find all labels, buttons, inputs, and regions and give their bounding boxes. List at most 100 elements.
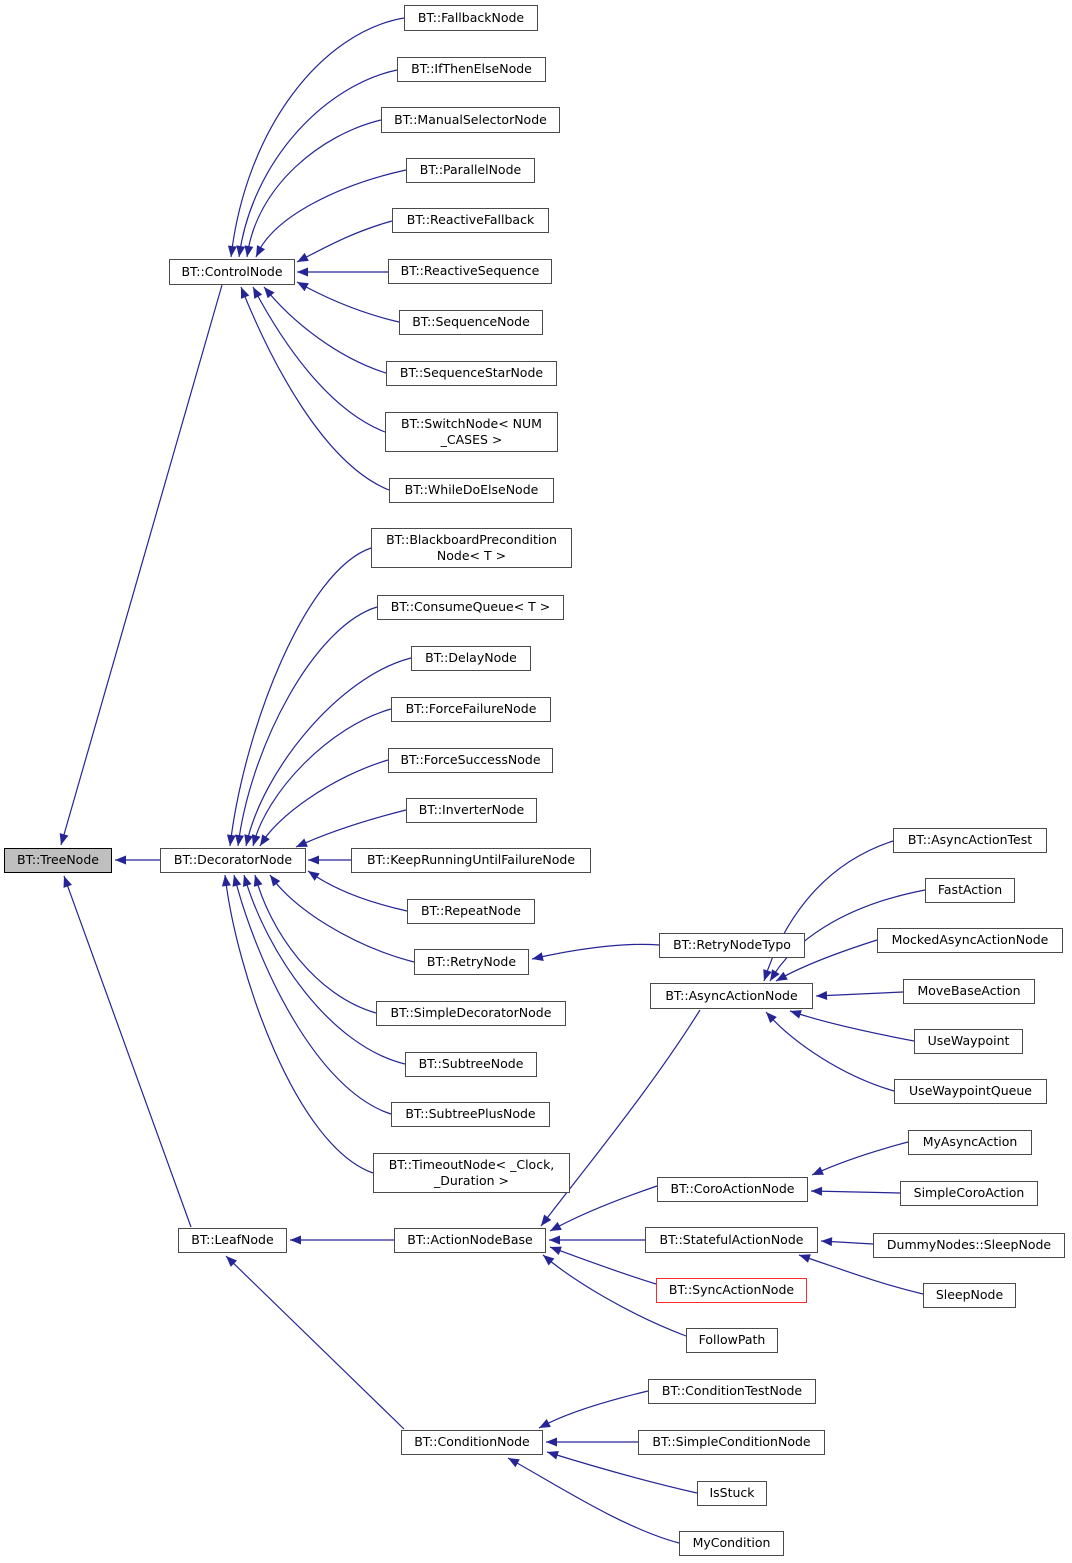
edge-simple-coro-action-to-coro-action-node xyxy=(810,1190,901,1194)
class-node-while-do-else-node[interactable]: BT::WhileDoElseNode xyxy=(389,478,554,503)
arrowhead-action-node-base xyxy=(541,1214,552,1226)
class-node-async-action-test[interactable]: BT::AsyncActionTest xyxy=(893,828,1047,853)
class-node-subtree-plus-node[interactable]: BT::SubtreePlusNode xyxy=(391,1102,550,1127)
edge-fallback-node-to-control-node xyxy=(230,17,405,258)
arrowhead-async-action-node xyxy=(766,1012,777,1024)
class-node-manual-selector-node[interactable]: BT::ManualSelectorNode xyxy=(381,107,560,133)
edge-consume-queue-to-decorator-node xyxy=(237,606,378,847)
class-node-repeat-node[interactable]: BT::RepeatNode xyxy=(407,899,535,924)
class-node-if-then-else-node[interactable]: BT::IfThenElseNode xyxy=(397,57,546,82)
edge-follow-path-to-action-node-base xyxy=(542,1254,687,1337)
class-node-condition-test-node[interactable]: BT::ConditionTestNode xyxy=(648,1379,816,1404)
arrowhead-async-action-node xyxy=(790,1010,802,1019)
class-node-keep-running-until-failure-node[interactable]: BT::KeepRunningUntilFailureNode xyxy=(351,848,591,873)
arrowhead-leaf-node xyxy=(290,1235,301,1245)
class-node-fallback-node[interactable]: BT::FallbackNode xyxy=(404,5,538,31)
class-node-timeout-node[interactable]: BT::TimeoutNode< _Clock, _Duration > xyxy=(373,1153,570,1193)
class-node-follow-path[interactable]: FollowPath xyxy=(686,1328,778,1353)
class-node-async-action-node[interactable]: BT::AsyncActionNode xyxy=(650,983,813,1009)
arrowhead-decorator-node xyxy=(296,838,308,847)
class-node-delay-node[interactable]: BT::DelayNode xyxy=(411,646,531,671)
arrowhead-control-node xyxy=(236,245,246,257)
class-node-my-condition[interactable]: MyCondition xyxy=(679,1531,784,1556)
class-node-subtree-node[interactable]: BT::SubtreeNode xyxy=(405,1052,537,1077)
arrowhead-decorator-node xyxy=(221,875,231,887)
class-node-move-base-action[interactable]: MoveBaseAction xyxy=(903,979,1035,1004)
class-node-consume-queue[interactable]: BT::ConsumeQueue< T > xyxy=(377,595,564,620)
class-node-force-failure-node[interactable]: BT::ForceFailureNode xyxy=(391,697,551,722)
class-node-leaf-node[interactable]: BT::LeafNode xyxy=(178,1228,287,1253)
edge-condition-node-to-leaf-node xyxy=(225,1255,405,1430)
edge-sequence-star-node-to-control-node xyxy=(263,286,387,374)
class-node-is-stuck[interactable]: IsStuck xyxy=(697,1481,767,1506)
edge-fast-action-to-async-action-node xyxy=(769,889,926,982)
arrowhead-control-node xyxy=(253,287,263,299)
class-node-reactive-fallback[interactable]: BT::ReactiveFallback xyxy=(392,208,549,233)
arrowhead-control-node xyxy=(297,282,309,292)
class-node-use-waypoint[interactable]: UseWaypoint xyxy=(914,1029,1023,1054)
class-node-parallel-node[interactable]: BT::ParallelNode xyxy=(406,158,535,183)
arrowhead-decorator-node xyxy=(260,834,270,846)
arrowhead-control-node xyxy=(244,245,254,257)
edge-repeat-node-to-decorator-node xyxy=(307,870,408,912)
edge-retry-node-typo-to-retry-node xyxy=(531,943,660,960)
edge-force-success-node-to-decorator-node xyxy=(259,759,389,847)
class-node-sync-action-node[interactable]: BT::SyncActionNode xyxy=(656,1278,807,1303)
class-node-reactive-sequence[interactable]: BT::ReactiveSequence xyxy=(388,259,552,284)
arrowhead-async-action-node xyxy=(770,969,780,981)
edge-use-waypoint-to-async-action-node xyxy=(789,1010,915,1042)
class-node-coro-action-node[interactable]: BT::CoroActionNode xyxy=(657,1177,808,1202)
arrowhead-control-node xyxy=(240,287,250,299)
arrowhead-tree-node xyxy=(63,876,72,888)
arrowhead-decorator-node xyxy=(226,834,236,846)
class-node-decorator-node[interactable]: BT::DecoratorNode xyxy=(160,848,306,873)
arrowhead-decorator-node xyxy=(253,875,263,887)
edge-reactive-fallback-to-control-node xyxy=(296,220,393,263)
arrowhead-decorator-node xyxy=(308,871,320,881)
edge-manual-selector-node-to-control-node xyxy=(246,119,382,258)
class-node-blackboard-precondition-node[interactable]: BT::BlackboardPrecondition Node< T > xyxy=(371,528,572,568)
arrowhead-action-node-base xyxy=(543,1255,555,1266)
class-node-sequence-star-node[interactable]: BT::SequenceStarNode xyxy=(386,361,557,386)
class-node-sleep-node[interactable]: SleepNode xyxy=(923,1283,1016,1308)
edge-async-action-test-to-async-action-node xyxy=(763,840,894,982)
class-node-retry-node-typo[interactable]: BT::RetryNodeTypo xyxy=(659,933,805,958)
edge-timeout-node-to-decorator-node xyxy=(224,874,374,1174)
class-node-force-success-node[interactable]: BT::ForceSuccessNode xyxy=(388,748,553,773)
edge-inverter-node-to-decorator-node xyxy=(295,809,407,848)
edge-my-condition-to-condition-node xyxy=(507,1457,680,1544)
class-node-use-waypoint-queue[interactable]: UseWaypointQueue xyxy=(894,1079,1047,1104)
class-node-simple-decorator-node[interactable]: BT::SimpleDecoratorNode xyxy=(376,1001,566,1026)
class-node-control-node[interactable]: BT::ControlNode xyxy=(169,259,295,285)
class-node-my-async-action[interactable]: MyAsyncAction xyxy=(908,1130,1032,1155)
class-node-simple-coro-action[interactable]: SimpleCoroAction xyxy=(900,1181,1038,1206)
arrowhead-decorator-node xyxy=(232,875,242,887)
arrowhead-condition-node xyxy=(546,1437,557,1447)
arrowhead-action-node-base xyxy=(550,1246,562,1256)
edge-parallel-node-to-control-node xyxy=(255,169,407,258)
edge-retry-node-to-decorator-node xyxy=(269,874,415,963)
class-node-tree-node[interactable]: BT::TreeNode xyxy=(4,848,112,873)
arrowhead-control-node xyxy=(297,252,309,262)
arrowhead-coro-action-node xyxy=(811,1186,823,1196)
edge-subtree-plus-node-to-decorator-node xyxy=(233,874,392,1115)
edge-delay-node-to-decorator-node xyxy=(245,657,412,847)
edge-if-then-else-node-to-control-node xyxy=(238,69,398,258)
edge-sleep-node-to-stateful-action-node xyxy=(798,1254,924,1295)
class-node-mocked-async-action-node[interactable]: MockedAsyncActionNode xyxy=(877,928,1063,953)
arrowhead-decorator-node xyxy=(242,875,252,887)
class-node-action-node-base[interactable]: BT::ActionNodeBase xyxy=(394,1228,546,1253)
class-node-inverter-node[interactable]: BT::InverterNode xyxy=(406,798,537,823)
class-node-fast-action[interactable]: FastAction xyxy=(925,878,1015,903)
class-node-simple-condition-node[interactable]: BT::SimpleConditionNode xyxy=(638,1430,825,1455)
arrowhead-async-action-node xyxy=(763,969,772,981)
class-node-condition-node[interactable]: BT::ConditionNode xyxy=(401,1430,543,1455)
edge-force-failure-node-to-decorator-node xyxy=(252,708,392,847)
class-node-retry-node[interactable]: BT::RetryNode xyxy=(414,949,529,975)
class-node-stateful-action-node[interactable]: BT::StatefulActionNode xyxy=(645,1227,818,1253)
class-node-switch-node[interactable]: BT::SwitchNode< NUM _CASES > xyxy=(385,412,558,452)
edge-simple-decorator-node-to-decorator-node xyxy=(254,874,377,1014)
class-node-sequence-node[interactable]: BT::SequenceNode xyxy=(399,310,543,335)
arrowhead-decorator-node xyxy=(235,834,245,846)
class-node-dummy-nodes-sleep-node[interactable]: DummyNodes::SleepNode xyxy=(873,1233,1065,1258)
